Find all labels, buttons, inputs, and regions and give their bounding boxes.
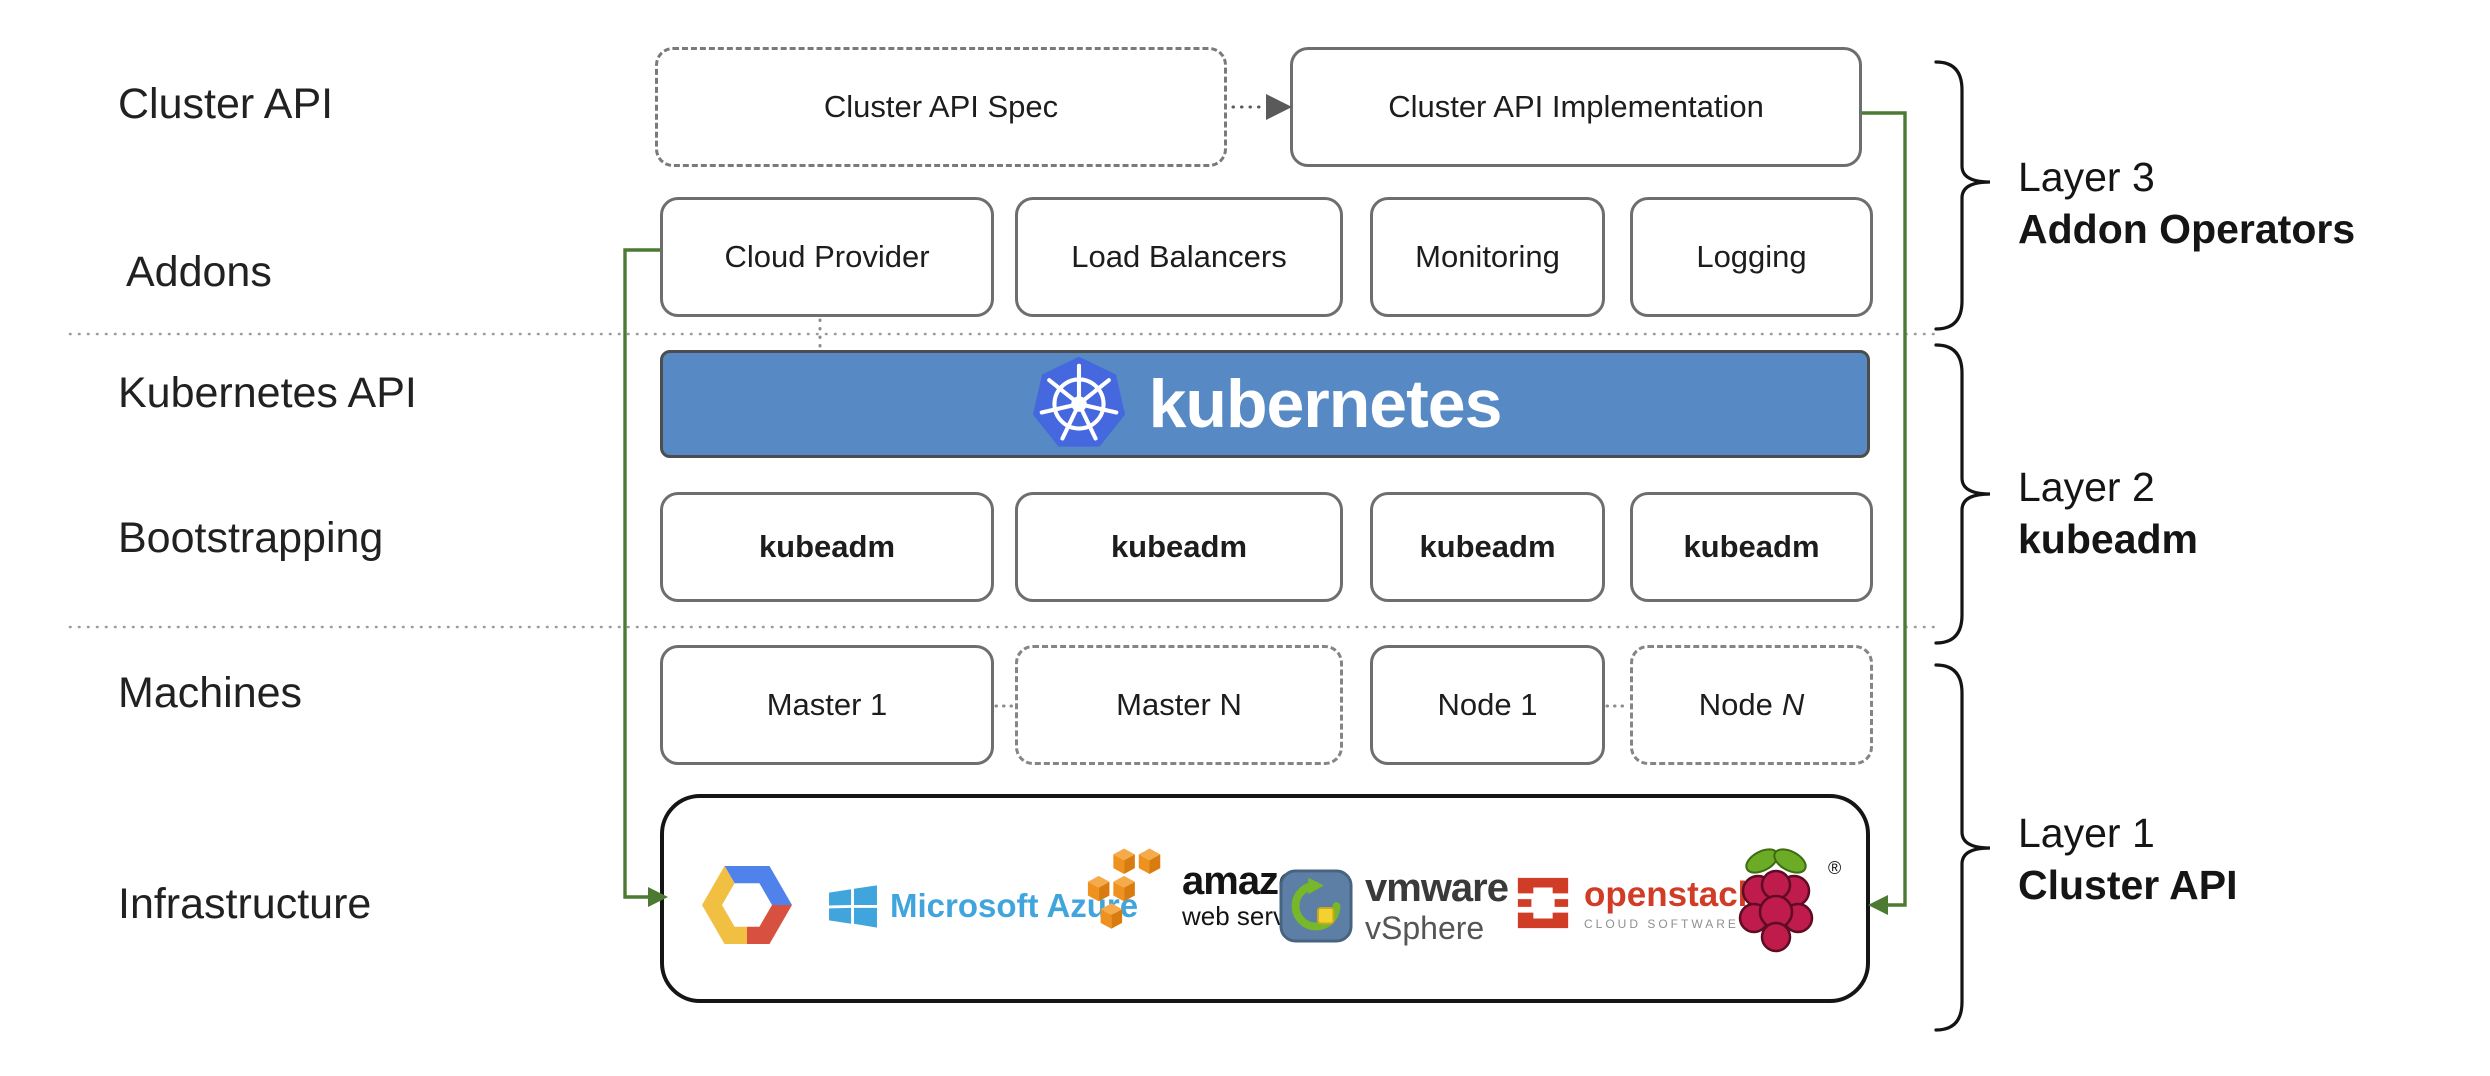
kubernetes-banner: kubernetes	[660, 350, 1870, 458]
vsphere-label: vSphere	[1365, 910, 1485, 946]
openstack-sub-label: CLOUD SOFTWARE	[1584, 916, 1739, 931]
node-n-label: Node	[1698, 687, 1773, 722]
machine-box-node-1: Node 1	[1370, 645, 1605, 765]
layer-2-title: Layer 2	[2018, 464, 2155, 510]
google-cloud-icon	[702, 866, 792, 944]
raspberry-pi-icon	[1738, 848, 1814, 953]
azure-windows-icon	[829, 885, 877, 928]
layer-1-subtitle: Cluster API	[2018, 862, 2238, 908]
raspberry-pi-logo: ®	[1732, 844, 1841, 962]
kubeadm-box-3: kubeadm	[1370, 492, 1605, 602]
layer-2-label: Layer 2 kubeadm	[2018, 461, 2198, 565]
kubeadm-box-1: kubeadm	[660, 492, 994, 602]
machine-box-master-1: Master 1	[660, 645, 994, 765]
green-line-left	[623, 248, 660, 899]
layer-3-label: Layer 3 Addon Operators	[2018, 151, 2355, 255]
node-n-italic: N	[1781, 687, 1805, 722]
vmware-vsphere-logo: vmware vSphere	[1279, 866, 1509, 946]
layer-1-label: Layer 1 Cluster API	[2018, 807, 2237, 911]
vmware-label: vmware	[1365, 866, 1509, 910]
addon-box-cloud-provider: Cloud Provider	[660, 197, 994, 317]
layer-3-subtitle: Addon Operators	[2018, 206, 2356, 252]
openstack-icon	[1517, 877, 1569, 929]
row-label-machines: Machines	[118, 669, 303, 717]
kubernetes-wordmark: kubernetes	[1148, 366, 1503, 442]
row-label-addons: Addons	[126, 248, 272, 296]
google-cloud-logo	[697, 855, 797, 955]
aws-cubes-icon	[1087, 848, 1161, 929]
infrastructure-box: Microsoft Azure amazon web services	[660, 794, 1870, 1003]
machine-box-master-n: Master N	[1015, 645, 1343, 765]
addon-box-load-balancers: Load Balancers	[1015, 197, 1343, 317]
row-label-cluster-api: Cluster API	[118, 80, 334, 128]
addon-box-logging: Logging	[1630, 197, 1873, 317]
cluster-api-spec-box: Cluster API Spec	[655, 47, 1227, 167]
vmware-icon	[1279, 869, 1353, 943]
openstack-logo: openstack™ CLOUD SOFTWARE	[1514, 874, 1771, 932]
kubeadm-box-4: kubeadm	[1630, 492, 1873, 602]
addon-box-monitoring: Monitoring	[1370, 197, 1605, 317]
spec-to-impl-arrowhead	[1266, 94, 1292, 120]
layer-1-title: Layer 1	[2018, 810, 2155, 856]
layer-2-subtitle: kubeadm	[2018, 516, 2198, 562]
kubeadm-box-2: kubeadm	[1015, 492, 1343, 602]
layer-3-title: Layer 3	[2018, 154, 2155, 200]
layer-2-brace	[1934, 343, 1991, 645]
openstack-label: openstack	[1584, 874, 1758, 914]
row-label-bootstrapping: Bootstrapping	[118, 514, 384, 562]
cluster-api-implementation-box: Cluster API Implementation	[1290, 47, 1862, 167]
row-label-kubernetes-api: Kubernetes API	[118, 369, 417, 417]
layer-3-brace	[1934, 60, 1991, 331]
kubernetes-logo-icon	[1029, 354, 1129, 454]
green-arrowhead-right	[1868, 895, 1888, 915]
layer-1-brace	[1934, 663, 1991, 1032]
raspberry-reg-mark: ®	[1828, 857, 1842, 878]
row-label-infrastructure: Infrastructure	[118, 880, 372, 928]
